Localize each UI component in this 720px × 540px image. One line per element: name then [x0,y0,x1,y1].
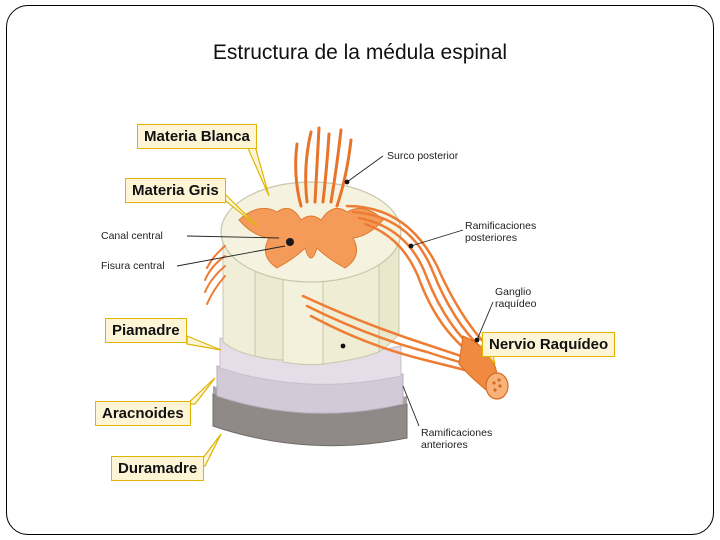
label-surco-posterior: Surco posterior [387,150,459,162]
label-materia-blanca: Materia Blanca [137,124,257,149]
posterior-rootlets [294,126,353,208]
label-materia-gris: Materia Gris [125,178,226,203]
label-ganglio-raquideo: Ganglio raquídeo [495,286,537,310]
spinal-cord-diagram [176,126,509,467]
central-canal-dot [286,238,294,246]
left-rootlets [204,245,226,305]
slide-title: Estructura de la médula espinal [212,41,508,64]
label-ramificaciones-posteriores: Ramificaciones posteriores [465,220,537,244]
label-ramificaciones-anteriores: Ramificaciones anteriores [421,427,493,451]
slide: Estructura de la médula espinal [6,5,714,535]
label-aracnoides: Aracnoides [95,401,191,426]
label-fisura-central: Fisura central [101,260,165,272]
cross-section-top [220,181,402,283]
label-piamadre: Piamadre [105,318,187,343]
leader-dots [340,179,480,349]
label-nervio-raquideo: Nervio Raquídeo [482,332,616,357]
label-duramadre: Duramadre [111,456,205,481]
posterior-branches [345,204,489,360]
leader-lines [176,155,494,427]
label-canal-central: Canal central [101,230,163,242]
nerve-cut-end [485,372,509,400]
